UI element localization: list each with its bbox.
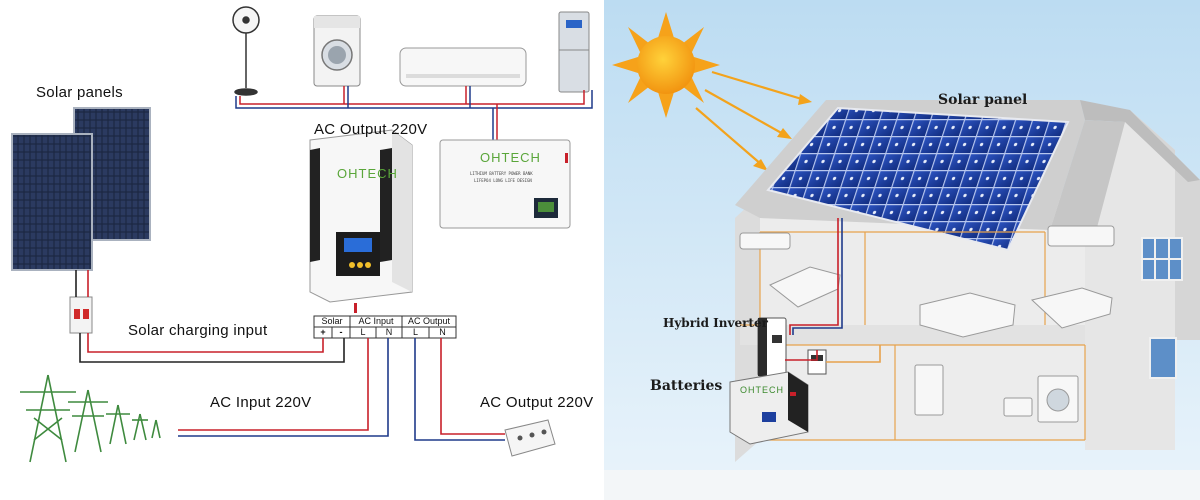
solar-panels-icon bbox=[11, 107, 151, 271]
battery-caption-1: LITHIUM BATTERY POWER BANK bbox=[470, 171, 533, 176]
label-ac-input: AC Input 220V bbox=[210, 394, 312, 411]
hybrid-inverter-unit bbox=[309, 129, 413, 303]
air-conditioner-icon bbox=[399, 47, 527, 87]
ground bbox=[604, 470, 1200, 500]
terminal-pin-output-l: L bbox=[412, 327, 418, 337]
label-solar-panels: Solar panels bbox=[36, 84, 123, 101]
terminal-group-ac-input: AC Input bbox=[358, 316, 394, 326]
terminal-group-solar: Solar bbox=[321, 316, 343, 326]
dc-breaker-icon bbox=[69, 296, 93, 334]
label-ac-output-bottom: AC Output 220V bbox=[480, 394, 594, 411]
label-solar-charging-input: Solar charging input bbox=[128, 322, 268, 339]
washing-machine-icon bbox=[313, 15, 361, 87]
label-solar-panel: Solar panel bbox=[938, 92, 1028, 108]
lithium-battery-unit bbox=[439, 139, 571, 229]
label-ac-output-top: AC Output 220V bbox=[314, 121, 428, 138]
terminal-group-ac-output: AC Output bbox=[407, 316, 451, 326]
label-batteries: Batteries bbox=[650, 378, 723, 394]
top-output-wires bbox=[235, 86, 593, 140]
terminal-pin-output-n: N bbox=[439, 327, 446, 337]
terminal-pin-input-n: N bbox=[385, 327, 393, 337]
roof-solar-panel bbox=[766, 106, 1070, 252]
refrigerator-icon bbox=[558, 11, 590, 93]
battery-caption-2: LIFEPO4 LONG LIFE DESIGN bbox=[474, 178, 532, 183]
power-towers-icon bbox=[20, 374, 161, 463]
fan-icon bbox=[232, 6, 260, 96]
terminal-block bbox=[313, 315, 457, 339]
power-socket-icon bbox=[504, 419, 556, 457]
sun-icon bbox=[612, 12, 720, 118]
terminal-pin-minus: - bbox=[339, 327, 343, 337]
inverter-brand-logo: OHTECH bbox=[337, 166, 398, 181]
terminal-pin-plus: + bbox=[320, 327, 326, 337]
battery-brand-logo: OHTECH bbox=[480, 150, 541, 165]
house-illustration bbox=[735, 100, 1200, 462]
right-battery-bank bbox=[729, 371, 809, 445]
input-wires bbox=[75, 270, 505, 441]
terminal-pin-input-l: L bbox=[360, 327, 366, 337]
sun-ray-arrows bbox=[695, 70, 812, 171]
label-hybrid-inverter: Hybrid Inverter bbox=[663, 316, 768, 330]
right-battery-brand-logo: OHTECH bbox=[740, 385, 784, 395]
